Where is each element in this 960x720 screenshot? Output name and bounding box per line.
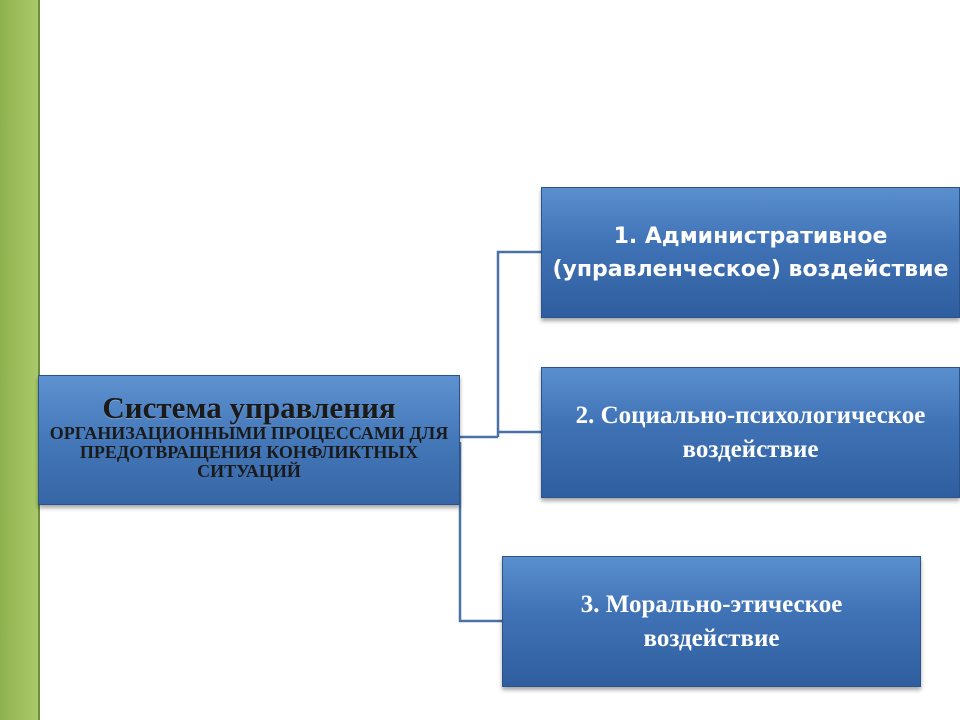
connector-child-3 [458, 442, 502, 623]
root-subtitle: организационными процессами для предотвр… [49, 423, 449, 481]
connector-child-1 [496, 250, 541, 437]
side-accent-bar [0, 0, 40, 720]
root-title: Система управления [102, 390, 396, 425]
root-node: Система управления организационными проц… [38, 375, 460, 505]
child-node-administrative: 1. Административное (управленческое) воз… [541, 187, 960, 318]
child-node-socio-psychological: 2. Социально-психологическое воздействие [541, 367, 960, 498]
child-label: 1. Административное (управленческое) воз… [552, 223, 949, 282]
child-node-moral-ethical: 3. Морально-этическое воздействие [502, 556, 921, 687]
child-label: 2. Социально-психологическое воздействие [575, 401, 926, 463]
child-label: 3. Морально-этическое воздействие [580, 590, 843, 652]
